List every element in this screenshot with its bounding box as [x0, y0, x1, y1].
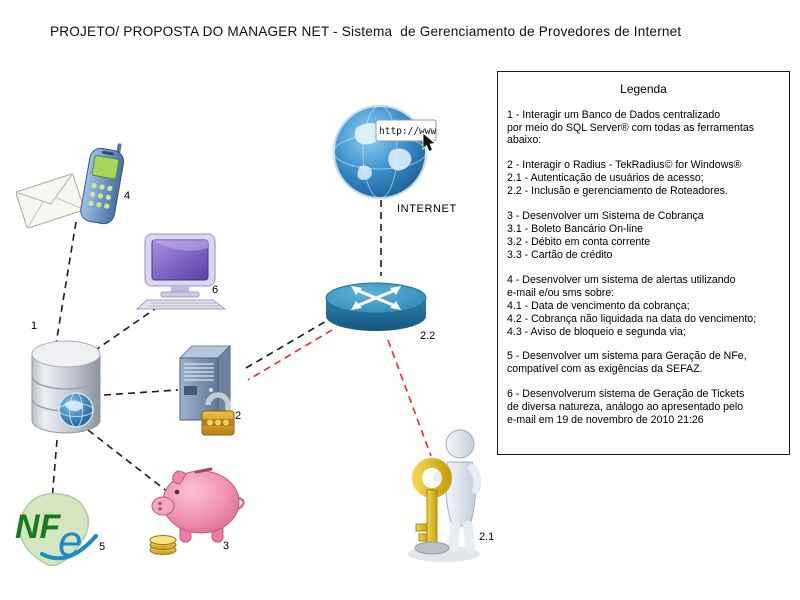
- auth-label: 2.1: [479, 531, 495, 543]
- legend-item-5: 5 - Desenvolver um sistema para Geração …: [507, 350, 747, 376]
- tickets-label: 6: [212, 284, 219, 296]
- billing-label: 3: [223, 540, 230, 552]
- cursor-icon: [422, 132, 436, 153]
- router-label: 2.2: [420, 330, 436, 342]
- server-label: 2: [235, 410, 242, 422]
- legend-panel: Legenda 1 - Interagir um Banco de Dados …: [497, 71, 790, 455]
- internet-globe-icon: http://www: [326, 96, 444, 209]
- alerts-phone-email-icon: [15, 143, 134, 236]
- key-icon: [412, 458, 452, 555]
- router-icon: [320, 274, 432, 343]
- router-arrows-icon: [351, 286, 401, 310]
- radius-server-icon: [166, 338, 252, 447]
- database-globe-icon: [58, 392, 94, 428]
- alerts-label: 4: [124, 190, 131, 202]
- page-title: PROJETO/ PROPOSTA DO MANAGER NET - Siste…: [50, 24, 682, 39]
- nfe-nf-text: NF: [15, 508, 62, 546]
- padlock-icon: [201, 392, 235, 436]
- database-icon: [24, 338, 108, 447]
- internet-label: INTERNET: [397, 203, 457, 215]
- nfe-label: 5: [99, 541, 106, 553]
- legend-item-6: 6 - Desenvolverum sistema de Geração de …: [507, 388, 745, 427]
- auth-person-key-icon: [396, 412, 496, 569]
- legend-title: Legenda: [620, 82, 667, 96]
- legend-item-4: 4 - Desenvolver um sistema de alertas ut…: [507, 273, 757, 338]
- person-figure: [433, 429, 482, 553]
- keyboard-icon: [135, 299, 227, 310]
- envelope-icon: [15, 173, 85, 229]
- edge-phone-database: [55, 221, 77, 345]
- mobile-phone-icon: [80, 143, 125, 225]
- tickets-computer-icon: [133, 230, 233, 315]
- globe-url-text: http://www: [379, 126, 436, 137]
- coins-icon: [149, 535, 177, 555]
- legend-item-3: 3 - Desenvolver um Sistema de Cobrança 3…: [507, 210, 704, 261]
- database-label: 1: [31, 320, 38, 332]
- legend-item-2: 2 - Interagir o Radius - TekRadius© for …: [507, 159, 742, 198]
- edge-server-router: [245, 319, 329, 369]
- brazil-map-shape: [18, 492, 90, 567]
- billing-piggybank-icon: [146, 460, 246, 563]
- url-box: [375, 119, 437, 142]
- nfe-e-text: e: [58, 517, 82, 566]
- legend-item-1: 1 - Interagir um Banco de Dados centrali…: [507, 108, 755, 147]
- nfe-logo-icon: NF e: [12, 488, 112, 581]
